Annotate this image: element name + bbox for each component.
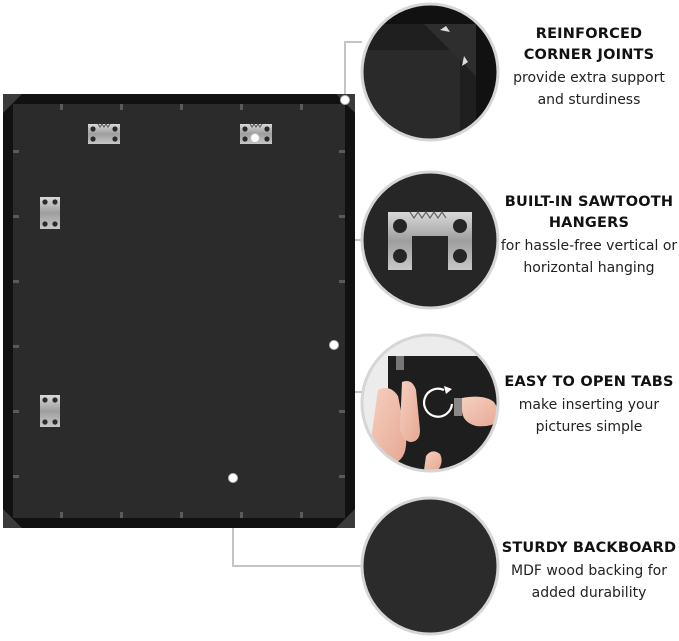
corner-bracket-top-left	[3, 94, 22, 113]
dot-backboard	[228, 473, 238, 483]
feature-corner-joints: REINFORCED CORNER JOINTS provide extra s…	[500, 24, 678, 111]
callout-dots	[228, 95, 350, 483]
feature-description: provide extra support and sturdiness	[513, 70, 665, 108]
dot-corner	[340, 95, 350, 105]
frame-back	[3, 94, 355, 528]
backboard-detail-icon	[360, 496, 500, 636]
retaining-tabs	[13, 104, 345, 518]
hanger-left-upper	[40, 197, 60, 229]
corner-bracket-bottom-left	[3, 509, 22, 528]
dot-tab	[329, 340, 339, 350]
feature-title: STURDY BACKBOARD	[501, 540, 677, 556]
feature-easy-open-tabs: EASY TO OPEN TABS make inserting your pi…	[500, 372, 678, 438]
sawtooth-hanger-detail-icon	[360, 170, 500, 310]
feature-description: MDF wood backing for added durability	[511, 563, 667, 601]
feature-title: EASY TO OPEN TABS	[504, 374, 674, 390]
dot-hanger	[250, 133, 260, 143]
feature-sturdy-backboard: STURDY BACKBOARD MDF wood backing for ad…	[500, 538, 678, 604]
feature-description: for hassle-free vertical or horizontal h…	[500, 238, 678, 276]
feature-description: make inserting your pictures simple	[518, 397, 660, 435]
corner-bracket-bottom-right	[336, 509, 355, 528]
hanger-top-left	[88, 123, 120, 144]
feature-title: REINFORCED CORNER JOINTS	[523, 26, 655, 63]
feature-sawtooth-hangers: BUILT-IN SAWTOOTH HANGERS for hassle-fre…	[500, 192, 678, 279]
feature-title: BUILT-IN SAWTOOTH HANGERS	[504, 194, 674, 231]
rotate-tab-detail-icon	[360, 333, 500, 473]
backboard	[13, 104, 345, 518]
hanger-left-lower	[40, 395, 60, 427]
corner-joint-detail-icon	[360, 2, 500, 142]
